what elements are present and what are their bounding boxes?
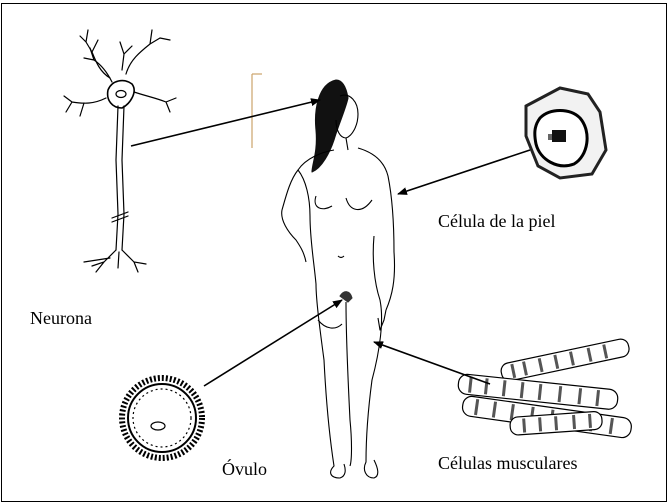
arrow-skin-to-body <box>398 150 530 194</box>
neuron-icon <box>64 30 176 272</box>
muscle-cells-label: Células musculares <box>438 454 577 472</box>
ovum-label: Óvulo <box>222 460 267 478</box>
ovum-icon <box>122 378 202 458</box>
skin-cell-label: Célula de la piel <box>438 212 555 230</box>
arrow-muscle-to-leg <box>374 342 490 384</box>
neuron-label: Neurona <box>30 309 92 327</box>
muscle-cells-icon <box>457 338 632 439</box>
skin-cell-icon <box>526 88 606 178</box>
arrow-neuron-to-head <box>131 100 320 146</box>
human-figure-illustration <box>252 74 395 478</box>
